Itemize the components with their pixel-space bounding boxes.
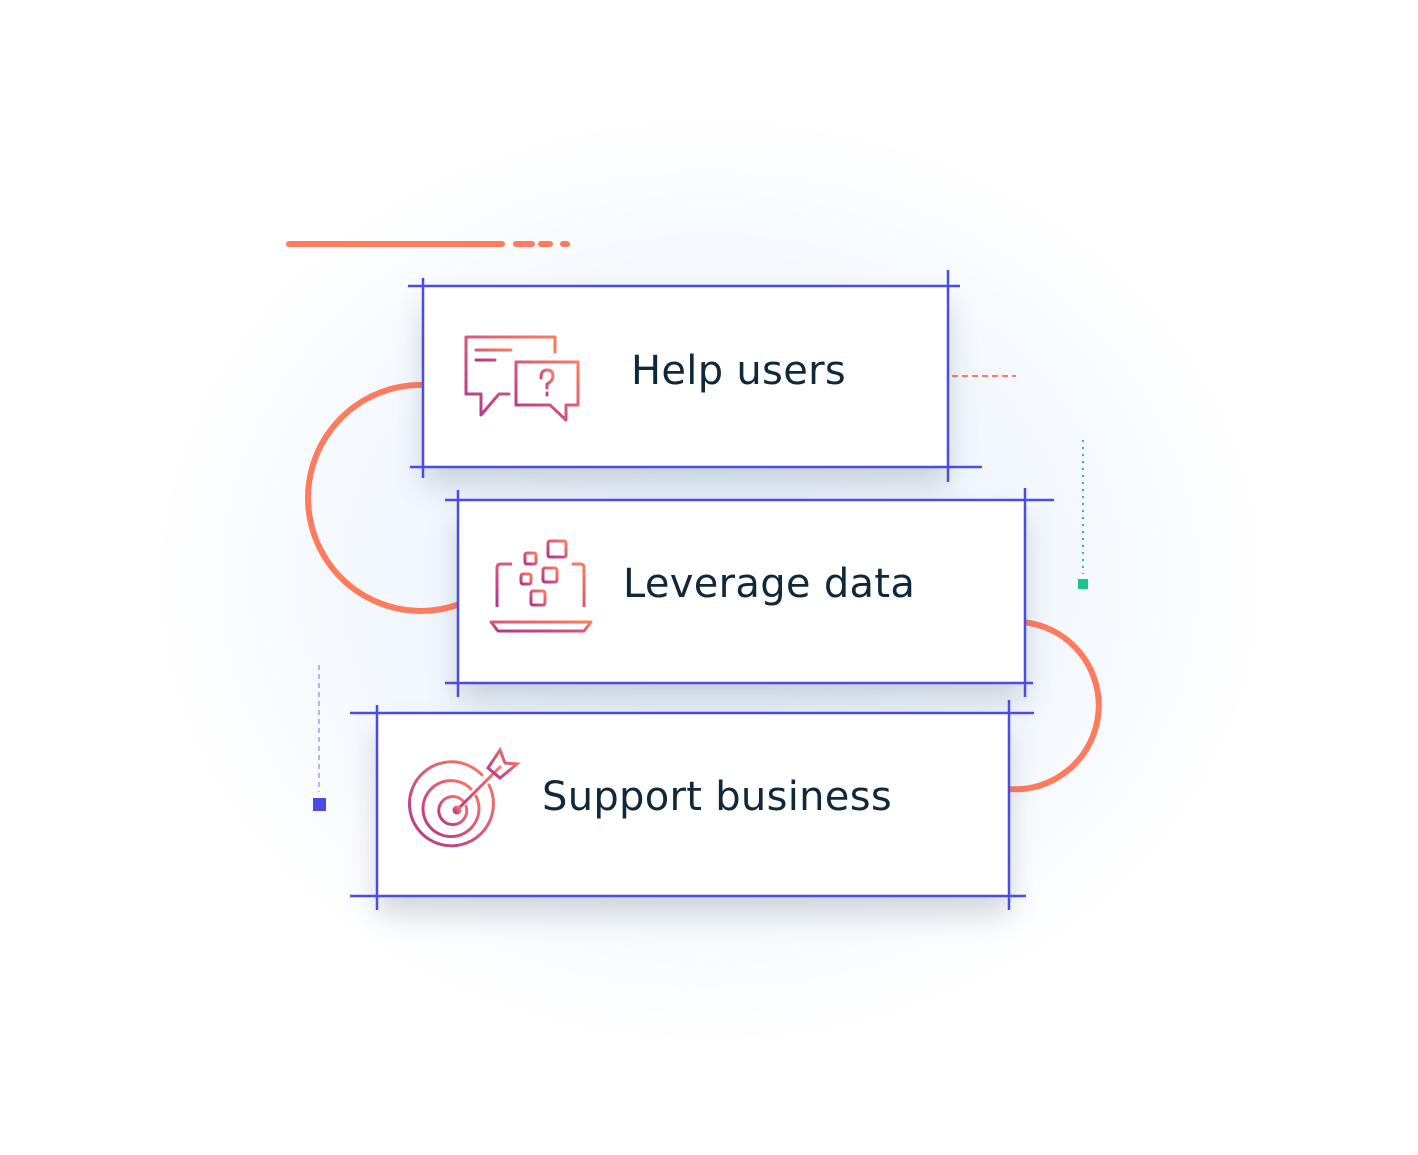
card-label-support-business: Support business <box>542 774 892 820</box>
right-orange-arc <box>1005 619 1102 793</box>
frame-lines-card-3 <box>350 700 1034 910</box>
card-leverage-data <box>458 500 1025 683</box>
frame-lines-card-1 <box>408 270 982 482</box>
laptop-data-icon <box>489 539 593 633</box>
green-square <box>1078 579 1088 589</box>
left-orange-arc <box>305 381 463 614</box>
target-arrow-icon <box>407 746 521 848</box>
card-support-business <box>377 713 1009 896</box>
blue-square <box>313 798 326 811</box>
chat-question-icon <box>464 335 580 422</box>
card-label-help-users: Help users <box>631 348 846 394</box>
frame-lines-card-2 <box>445 488 1054 697</box>
card-help-users <box>423 286 948 467</box>
card-label-leverage-data: Leverage data <box>623 561 916 607</box>
